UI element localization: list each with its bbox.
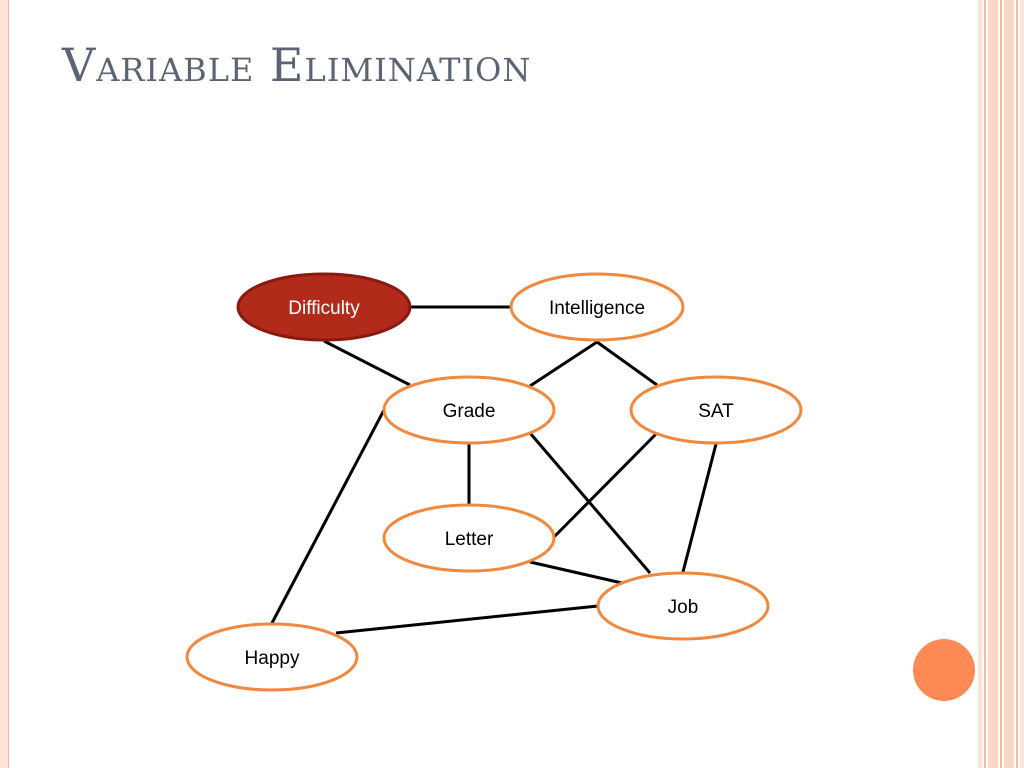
- node-difficulty: Difficulty: [236, 272, 412, 342]
- node-difficulty-ellipse: [236, 272, 412, 342]
- node-letter: Letter: [382, 503, 556, 573]
- right-stripe-decoration: [978, 0, 1024, 768]
- node-grade-label: Grade: [443, 401, 496, 422]
- accent-circle-decoration: [913, 639, 975, 701]
- node-intelligence-label: Intelligence: [549, 298, 645, 319]
- left-border-decoration: [0, 0, 9, 768]
- node-intelligence: Intelligence: [509, 272, 685, 342]
- node-grade-ellipse: [382, 375, 556, 445]
- edge-difficulty-grade: [323, 339, 411, 387]
- node-sat-label: SAT: [698, 401, 734, 422]
- edge-job-happy: [335, 604, 599, 635]
- node-happy: Happy: [185, 622, 359, 692]
- node-job: Job: [596, 571, 770, 641]
- slide-title: Variable Elimination: [62, 38, 532, 92]
- edge-grade-happy: [270, 409, 386, 624]
- node-happy-label: Happy: [245, 648, 300, 669]
- node-letter-label: Letter: [445, 529, 494, 550]
- node-sat: SAT: [629, 375, 803, 445]
- node-job-label: Job: [668, 597, 699, 618]
- node-difficulty-label: Difficulty: [288, 298, 360, 319]
- edge-intelligence-grade: [529, 340, 598, 388]
- node-happy-ellipse: [185, 622, 359, 692]
- node-grade: Grade: [382, 375, 556, 445]
- node-letter-ellipse: [382, 503, 556, 573]
- node-intelligence-ellipse: [509, 272, 685, 342]
- edges-layer: [270, 305, 718, 635]
- edge-grade-job: [528, 432, 652, 574]
- edge-letter-job: [529, 560, 623, 585]
- node-job-ellipse: [596, 571, 770, 641]
- edge-intelligence-sat: [596, 340, 658, 387]
- edge-sat-job: [681, 443, 718, 573]
- edge-sat-letter: [551, 431, 659, 540]
- node-sat-ellipse: [629, 375, 803, 445]
